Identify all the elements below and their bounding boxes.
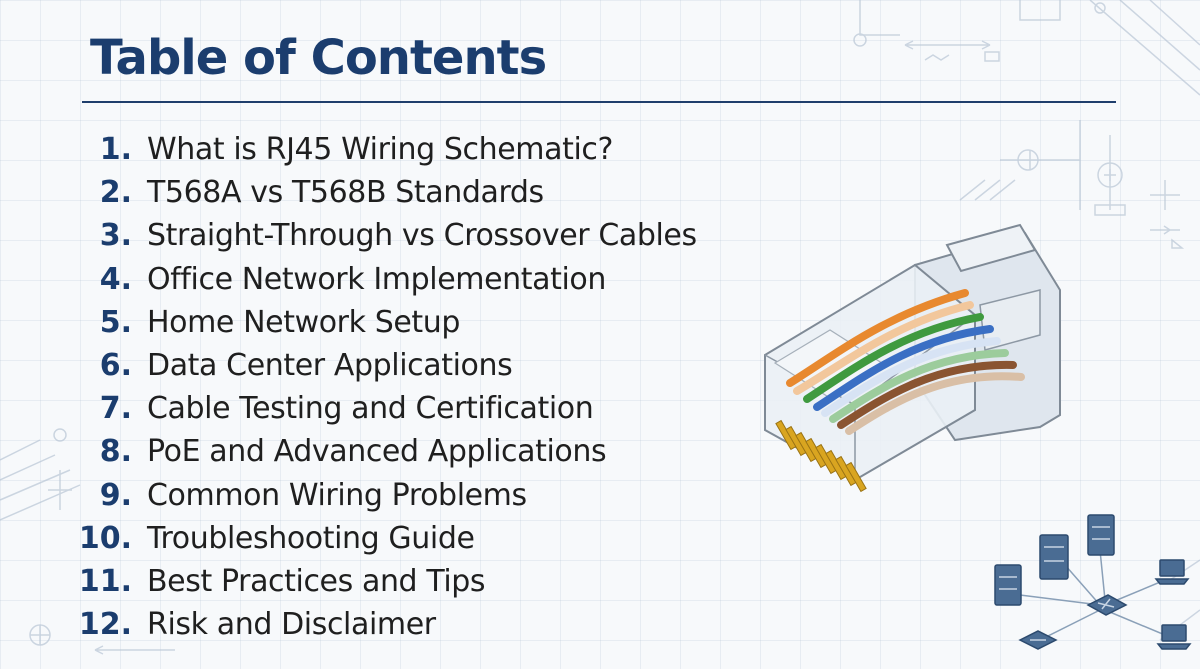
wire-brown-white — [845, 372, 1025, 435]
router-icon — [1018, 630, 1058, 650]
toc-number: 10. — [78, 520, 132, 556]
toc-label: Common Wiring Problems — [147, 477, 527, 513]
wire-brown — [837, 360, 1017, 429]
toc-label: Cable Testing and Certification — [147, 391, 594, 427]
wire-green — [803, 313, 984, 403]
wire-blue-white — [821, 337, 1001, 417]
toc-label: Risk and Disclaimer — [147, 607, 436, 643]
toc-number: 1. — [99, 132, 132, 167]
wire-green-white — [829, 349, 1009, 423]
toc-label: Data Center Applications — [147, 347, 513, 383]
wire-bundle — [786, 289, 1025, 435]
gold-contacts — [775, 419, 867, 493]
rj45-connector-illustration — [764, 223, 1061, 493]
toc-label: Straight-Through vs Crossover Cables — [147, 218, 697, 254]
toc-label: Troubleshooting Guide — [147, 520, 475, 556]
toc-number: 7. — [99, 391, 132, 427]
toc-number: 6. — [99, 347, 132, 383]
toc-label: T568A vs T568B Standards — [147, 175, 544, 211]
toc-number: 11. — [78, 563, 132, 599]
toc-label: Home Network Setup — [147, 304, 461, 340]
toc-number: 12. — [78, 607, 132, 643]
server-icon — [994, 564, 1022, 606]
toc-number: 3. — [99, 218, 132, 254]
wire-blue — [813, 325, 994, 411]
laptop-icon — [1154, 559, 1190, 585]
toc-label: Office Network Implementation — [147, 261, 606, 297]
page-title: Table of Contents — [90, 30, 547, 86]
toc-number: 4. — [99, 261, 132, 297]
server-icon — [1087, 514, 1115, 556]
title-divider — [82, 101, 1116, 103]
wire-orange-white — [793, 301, 974, 395]
toc-label: PoE and Advanced Applications — [147, 434, 607, 470]
connector-latch — [945, 223, 1037, 273]
wire-orange — [786, 289, 969, 387]
network-diagram-illustration — [994, 514, 1192, 650]
toc-number: 8. — [99, 434, 132, 470]
server-icon — [1039, 534, 1069, 580]
toc-number: 9. — [99, 477, 132, 513]
toc-label: Best Practices and Tips — [147, 563, 486, 599]
laptop-icon — [1156, 624, 1192, 650]
network-links — [1019, 549, 1166, 641]
switch-icon — [1086, 594, 1128, 616]
connector-window — [979, 289, 1041, 351]
toc-number: 5. — [99, 304, 132, 340]
toc-number: 2. — [99, 175, 132, 211]
toc-label: What is RJ45 Wiring Schematic? — [147, 132, 613, 167]
